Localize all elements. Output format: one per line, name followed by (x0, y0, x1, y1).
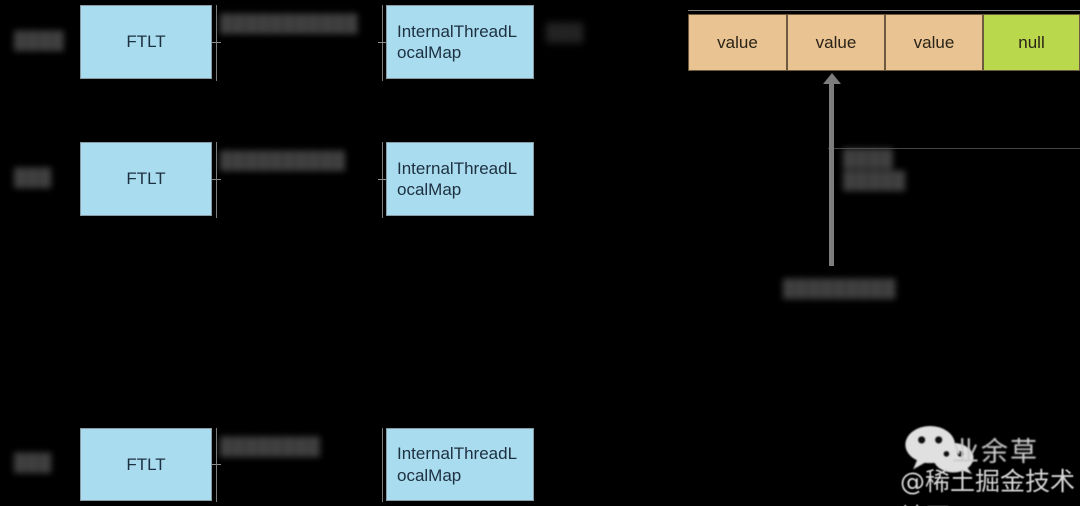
edge-label-1: ███████████ (220, 14, 358, 33)
internal-thread-local-map-box-1-label: InternalThreadL ocalMap (397, 21, 518, 62)
internal-thread-local-map-box-3[interactable]: InternalThreadL ocalMap (386, 428, 534, 501)
null-cell-3[interactable]: null (983, 14, 1080, 71)
watermark-line-1: 业余草 (952, 437, 1039, 468)
value-array-top-rule (688, 10, 1080, 11)
row-label-3: ███ (14, 453, 52, 472)
internal-thread-local-map-box-2[interactable]: InternalThreadL ocalMap (386, 142, 534, 216)
callout-bottom-label: █████████ (783, 279, 896, 298)
value-cell-2-label: value (913, 32, 955, 52)
ftlt-box-1[interactable]: FTLT (80, 5, 212, 79)
value-cell-0-label: value (717, 32, 758, 52)
wechat-icon (905, 426, 974, 474)
watermark-line-2: @稀土掘金技术社区 (900, 467, 1076, 506)
null-cell-3-label: null (1018, 32, 1045, 52)
connector-tick-2b (378, 179, 387, 180)
row-label-2: ███ (14, 168, 52, 187)
value-cell-0[interactable]: value (688, 14, 787, 71)
connector-stub-3b (382, 428, 383, 502)
connector-stub-2b (382, 142, 383, 218)
ftlt-box-2-label: FTLT (126, 169, 166, 189)
internal-thread-local-map-box-1[interactable]: InternalThreadL ocalMap (386, 5, 534, 79)
connector-tick-1b (378, 42, 387, 43)
connector-stub-1a (216, 5, 217, 81)
value-cell-2[interactable]: value (885, 14, 983, 71)
internal-thread-local-map-box-2-label: InternalThreadL ocalMap (397, 158, 518, 199)
ftlt-box-3[interactable]: FTLT (80, 428, 212, 501)
row-label-1: ████ (14, 31, 65, 50)
internal-thread-local-map-box-3-label: InternalThreadL ocalMap (397, 444, 518, 485)
value-array-bottom-rule (828, 148, 1080, 149)
connector-stub-3a (216, 428, 217, 502)
edge-label-3: ████████ (220, 437, 321, 456)
ftlt-box-1-label: FTLT (126, 32, 166, 52)
connector-stub-1b (382, 5, 383, 81)
ftlt-box-2[interactable]: FTLT (80, 142, 212, 216)
callout-arrow-note: ████ █████ (843, 149, 906, 191)
value-cell-1-label: value (815, 32, 857, 52)
callout-arrow-shaft (829, 82, 834, 266)
ftlt-box-3-label: FTLT (126, 454, 166, 474)
value-cell-1[interactable]: value (787, 14, 885, 71)
map-side-label-1: ███ (546, 23, 584, 42)
connector-stub-2a (216, 142, 217, 218)
callout-arrow-head-icon (823, 73, 841, 84)
edge-label-2: ██████████ (220, 151, 346, 170)
watermark: 业余草 @稀土掘金技术社区 (898, 424, 1080, 506)
